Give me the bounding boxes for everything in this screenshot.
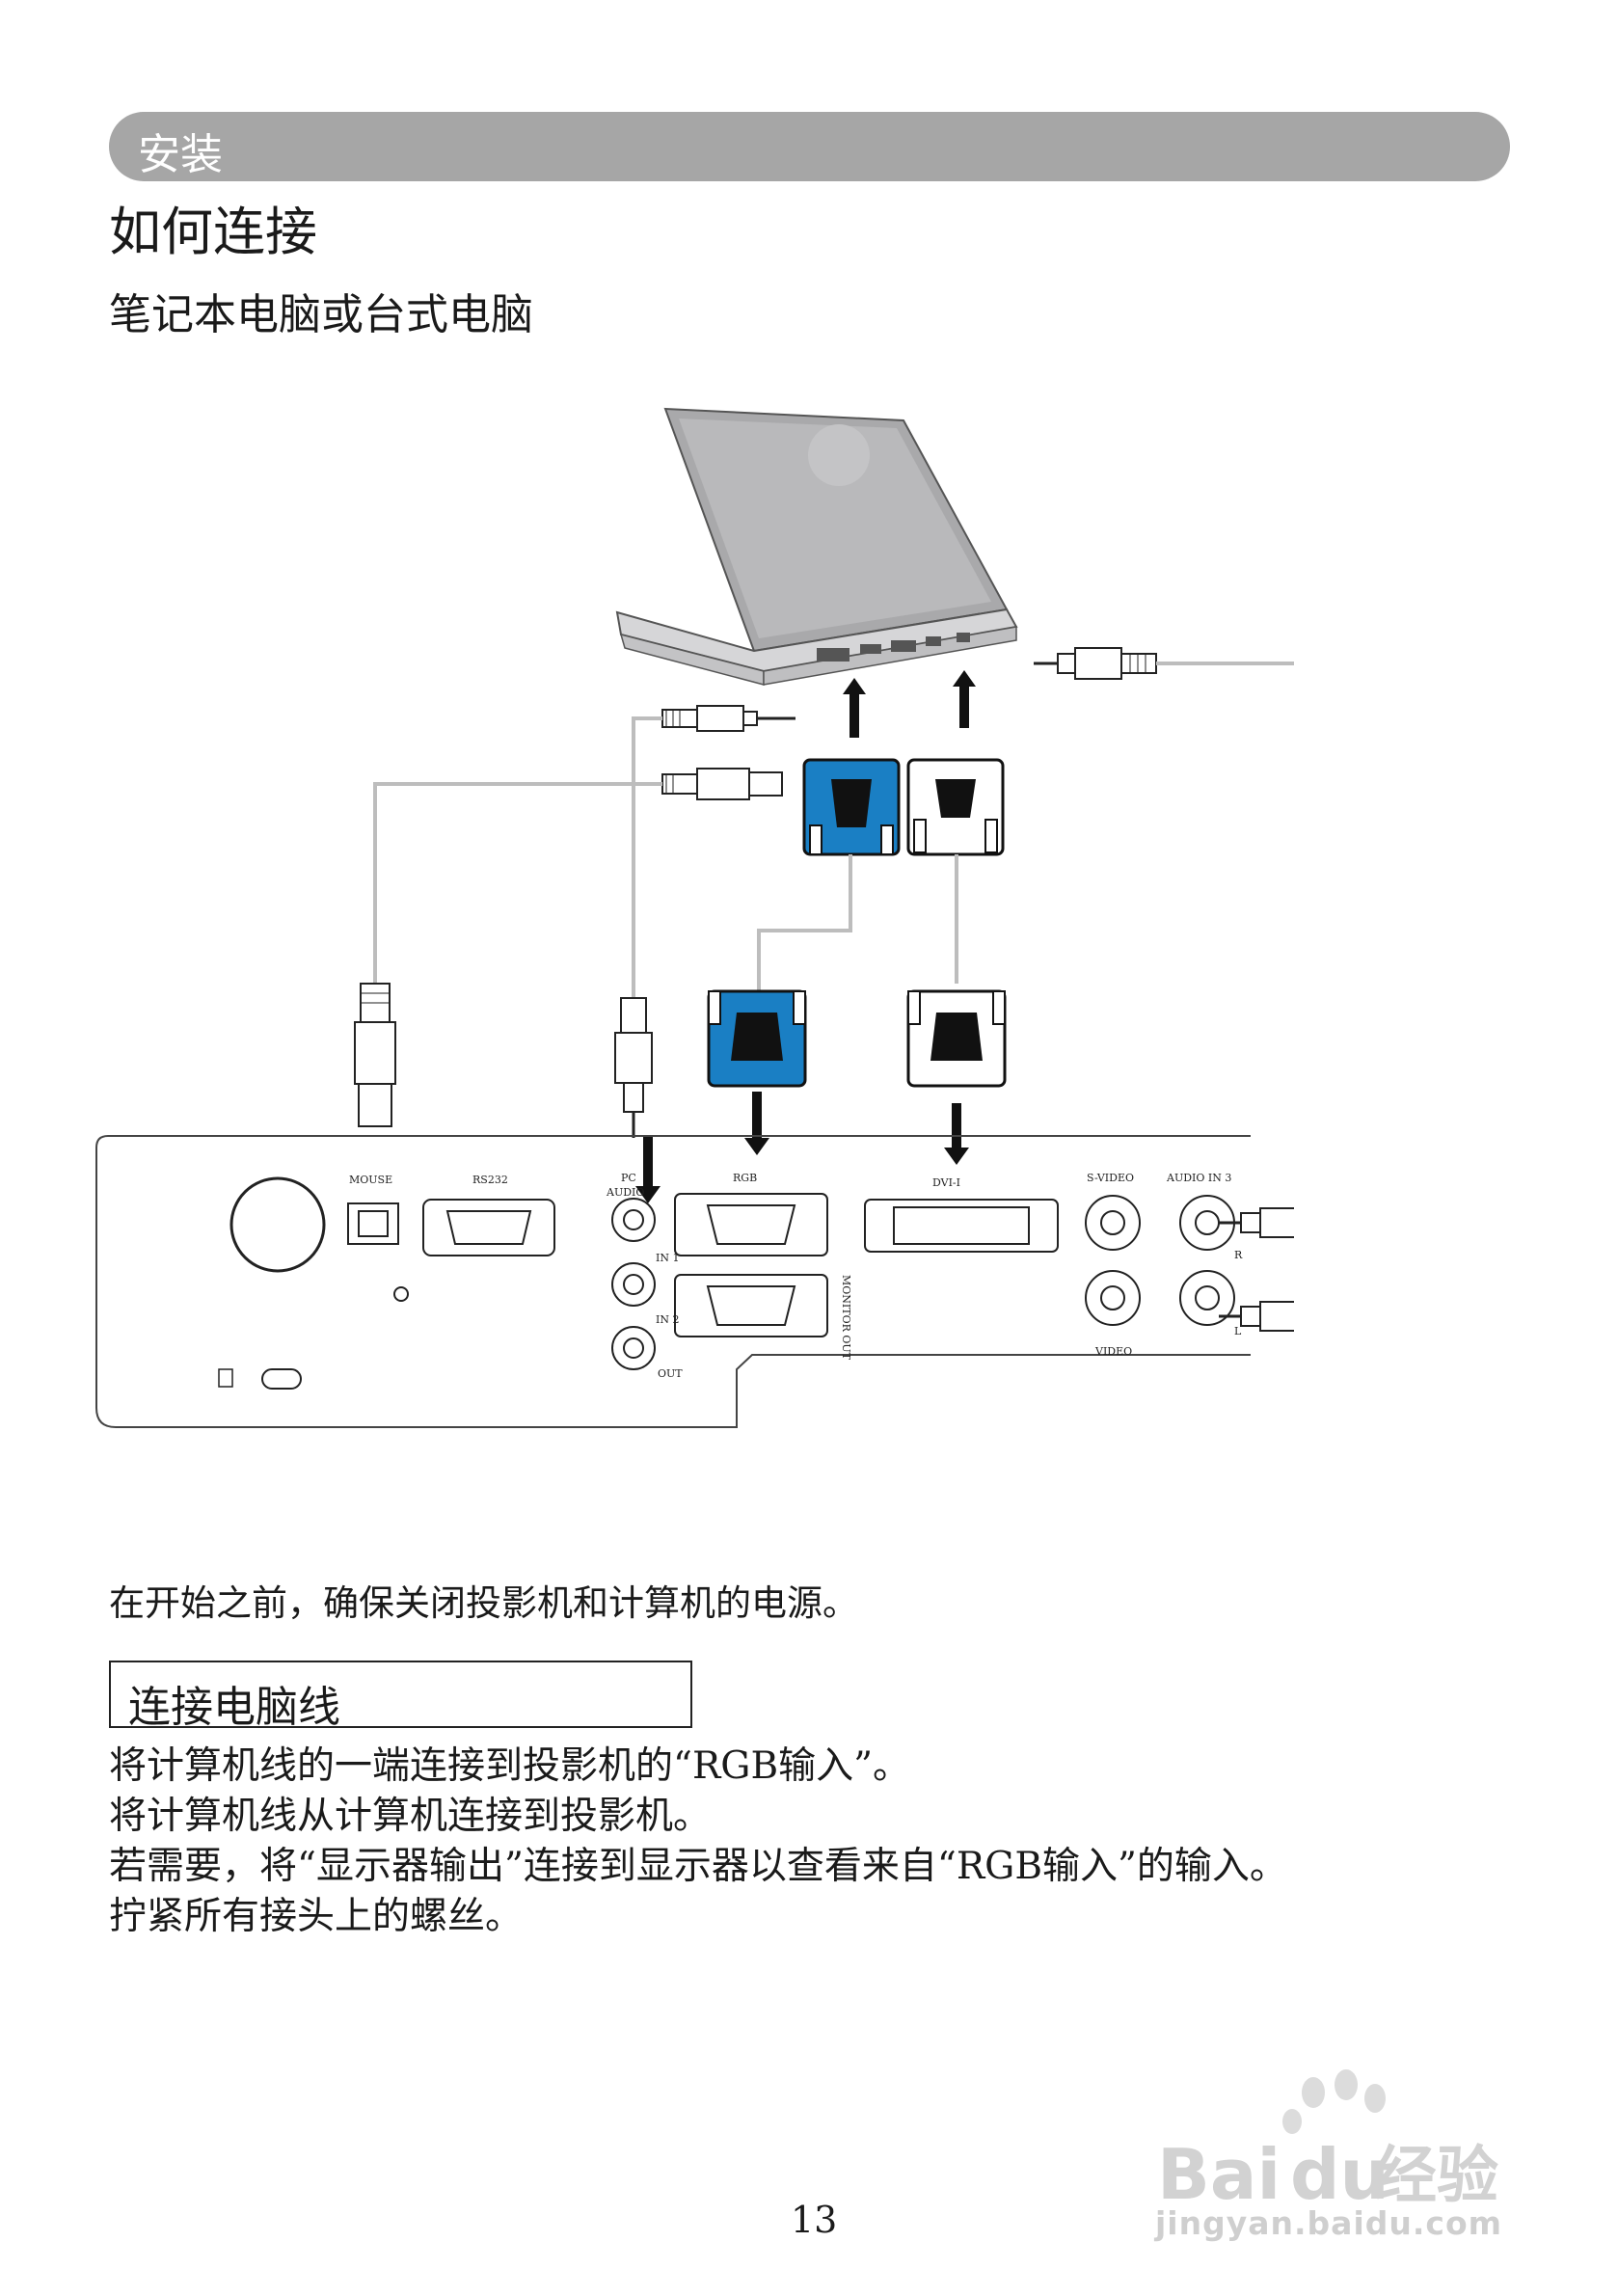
cable-lines [373,662,1294,998]
instruction-list: 将计算机线的一端连接到投影机的“RGB输入”。 将计算机线从计算机连接到投影机。… [109,1742,1287,1942]
label-video: VIDEO [1094,1345,1132,1358]
paw-icon [1282,2069,1386,2134]
list-item: 若需要，将“显示器输出”连接到显示器以查看来自“RGB输入”的输入。 [109,1845,1287,1888]
boxed-subheading-label: 连接电脑线 [128,1683,340,1732]
downward-arrows [635,1092,969,1203]
label-rgb: RGB [733,1172,757,1184]
list-item: 将计算机线的一端连接到投影机的“RGB输入”。 [109,1744,911,1788]
watermark-cn: 经验 [1375,2141,1498,2212]
mouse-cable-plug [354,983,396,1127]
label-in2: IN 2 [656,1313,679,1326]
audio-cable-plug [614,997,653,1138]
label-out: OUT [658,1367,683,1380]
label-l: L [1234,1325,1242,1337]
list-item: 将计算机线从计算机连接到投影机。 [109,1795,712,1838]
section-header-bar: 安装 [109,112,1510,181]
dvi-connector-projector [906,989,1007,1088]
label-audio-in3: AUDIO IN 3 [1166,1172,1231,1184]
label-pc-audio-2: AUDIO [606,1186,644,1199]
boxed-subheading: 连接电脑线 [109,1661,692,1732]
page-number: 13 [791,2199,838,2241]
list-item: 拧紧所有接头上的螺丝。 [109,1895,524,1938]
upward-arrows [843,670,976,738]
rca-plugs-audio-in3 [1219,1207,1294,1332]
vga-connector-laptop [802,758,901,856]
label-svideo: S-VIDEO [1087,1172,1134,1184]
rca-plug-right-top [1034,647,1157,680]
label-mouse: MOUSE [349,1174,392,1186]
connection-diagram: MOUSE RS232 PC AUDIO RGB DVI-I S-VIDEO A… [95,407,1294,1428]
baidu-jingyan-watermark: Bai du 经验 [1157,2069,1498,2215]
page-title: 如何连接 [109,202,317,262]
page-subtitle: 笔记本电脑或台式电脑 [109,290,533,339]
vga-connector-projector [707,989,807,1088]
projector-back-panel [95,1135,1251,1428]
rca-plug-top [661,705,796,732]
laptop-illustration [615,407,1018,686]
label-r: R [1234,1249,1243,1261]
watermark-brand: Bai [1157,2134,1281,2215]
label-pc-audio-1: PC [621,1172,636,1184]
label-monitor-out: MONITOR OUT [840,1275,852,1361]
label-in1: IN 1 [656,1252,679,1264]
label-rs232: RS232 [472,1174,508,1186]
pre-connection-note: 在开始之前，确保关闭投影机和计算机的电源。 [109,1582,858,1624]
watermark-url: jingyan.baidu.com [1155,2204,1503,2242]
label-dvi: DVI-I [932,1176,960,1189]
section-header-label: 安装 [138,130,223,179]
dvi-connector-laptop [906,758,1005,856]
usb-plug [661,768,783,800]
watermark-brand-2: du [1290,2134,1389,2215]
